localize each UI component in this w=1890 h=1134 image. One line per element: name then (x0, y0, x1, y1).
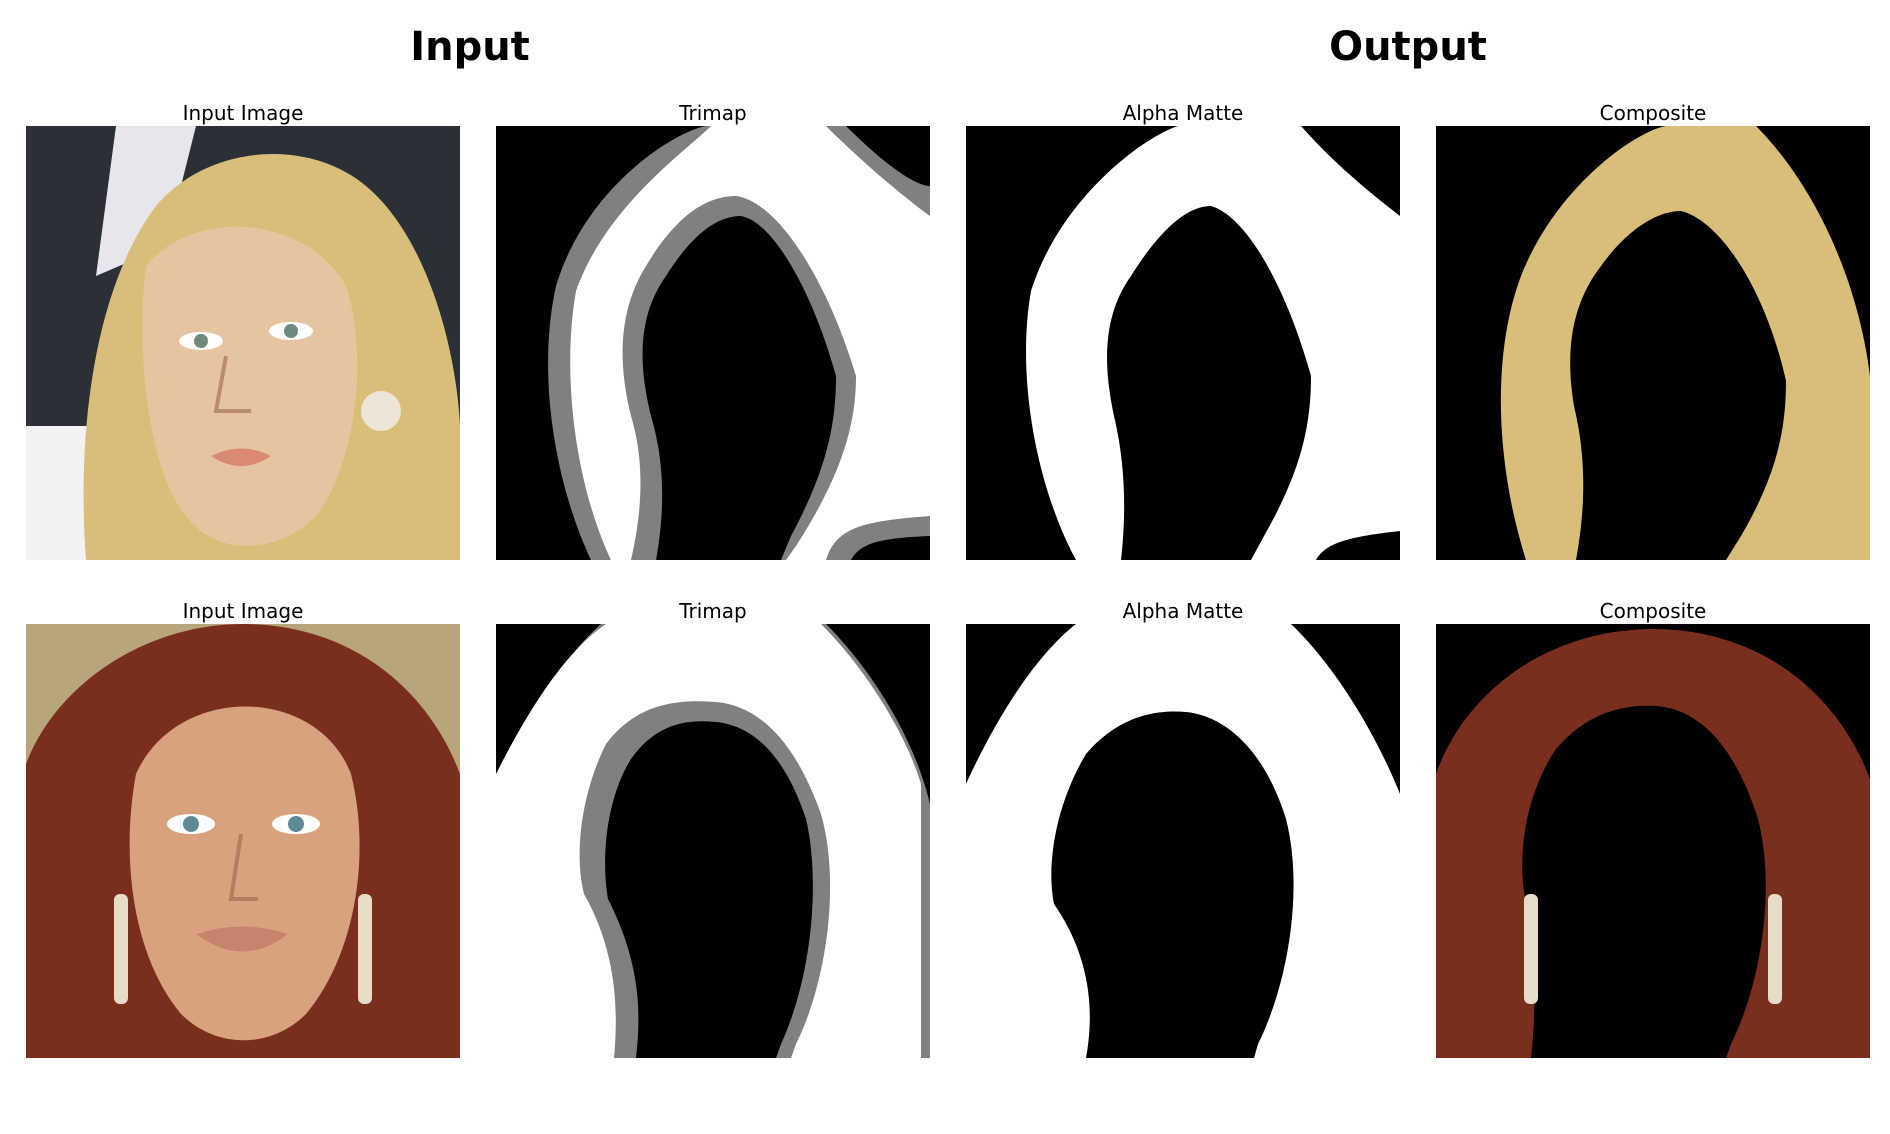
panel-title: Alpha Matte (1122, 599, 1244, 623)
panel-composite-1: Composite (1436, 100, 1870, 560)
panel-title: Composite (1599, 599, 1707, 623)
input-photo (26, 126, 460, 560)
panel-title: Composite (1599, 101, 1707, 125)
panel-title: Input Image (182, 101, 304, 125)
panel-title: Trimap (679, 101, 747, 125)
panel-input-image-2: Input Image (26, 598, 460, 1058)
alpha-matte-image (966, 126, 1400, 560)
panel-title: Alpha Matte (1122, 101, 1244, 125)
alpha-matte-image (966, 624, 1400, 1058)
panel-alpha-matte-1: Alpha Matte (966, 100, 1400, 560)
output-header: Output (1329, 24, 1487, 70)
panel-title: Input Image (182, 599, 304, 623)
trimap-image (496, 126, 930, 560)
panel-trimap-2: Trimap (496, 598, 930, 1058)
input-photo (26, 624, 460, 1058)
panel-alpha-matte-2: Alpha Matte (966, 598, 1400, 1058)
panel-trimap-1: Trimap (496, 100, 930, 560)
composite-image (1436, 624, 1870, 1058)
panel-composite-2: Composite (1436, 598, 1870, 1058)
panel-input-image-1: Input Image (26, 100, 460, 560)
panel-title: Trimap (679, 599, 747, 623)
trimap-image (496, 624, 930, 1058)
input-header: Input (410, 24, 530, 70)
composite-image (1436, 126, 1870, 560)
